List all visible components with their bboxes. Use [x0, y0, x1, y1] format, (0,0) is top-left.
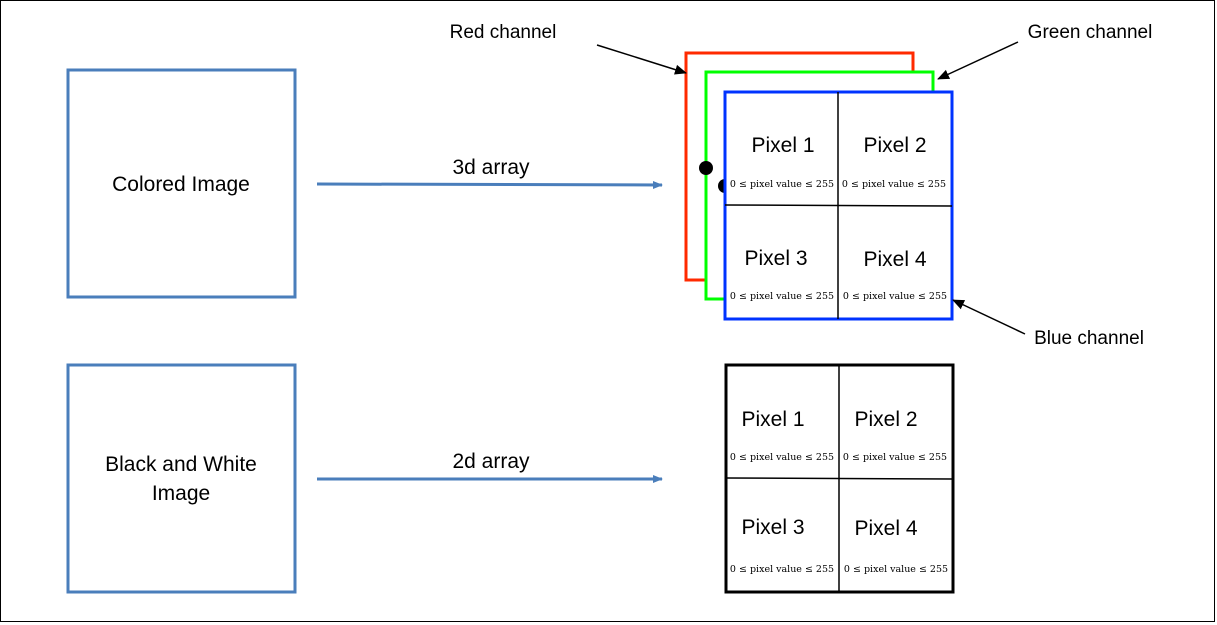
arrow-2d-label: 2d array	[452, 450, 530, 473]
bw-pixel-4-range: 0 ≤ pixel value ≤ 255	[844, 564, 948, 575]
blue-pixel-1-range: 0 ≤ pixel value ≤ 255	[730, 179, 834, 190]
blue-pixel-3-range: 0 ≤ pixel value ≤ 255	[730, 291, 834, 302]
bw-grid-horizontal	[725, 477, 954, 480]
bw-pixel-3-label: Pixel 3	[741, 516, 804, 539]
arrow-3d	[316, 180, 663, 189]
blue-channel-label: Blue channel	[1034, 328, 1144, 349]
bw-pixel-1-label: Pixel 1	[741, 408, 804, 431]
bw-pixel-2-range: 0 ≤ pixel value ≤ 255	[843, 452, 947, 463]
bw-pixel-1-range: 0 ≤ pixel value ≤ 255	[730, 452, 834, 463]
bw-image-box	[66, 363, 297, 594]
bw-pixel-3-range: 0 ≤ pixel value ≤ 255	[730, 564, 834, 575]
blue-pixel-2-label: Pixel 2	[863, 134, 926, 157]
hidden-pixel-glyph	[699, 161, 713, 175]
green-channel-pointer	[937, 41, 1019, 80]
blue-channel-pointer	[952, 299, 1026, 335]
bw-image-label-line2: Image	[152, 482, 210, 505]
green-channel-label: Green channel	[1028, 22, 1153, 43]
blue-pixel-1-label: Pixel 1	[751, 134, 814, 157]
bw-pixel-4-label: Pixel 4	[854, 517, 917, 540]
blue-pixel-2-range: 0 ≤ pixel value ≤ 255	[842, 179, 946, 190]
red-channel-label: Red channel	[450, 22, 557, 43]
blue-pixel-4-label: Pixel 4	[863, 248, 926, 271]
bw-pixel-2-label: Pixel 2	[854, 408, 917, 431]
blue-pixel-3-label: Pixel 3	[744, 247, 807, 270]
arrow-3d-label: 3d array	[452, 156, 530, 179]
red-channel-pointer	[596, 44, 687, 75]
blue-pixel-4-range: 0 ≤ pixel value ≤ 255	[843, 291, 947, 302]
blue-grid-horizontal	[724, 204, 953, 207]
colored-image-label: Colored Image	[112, 173, 250, 196]
colored-image-box	[66, 68, 297, 299]
bw-image-label-line1: Black and White	[105, 453, 257, 476]
